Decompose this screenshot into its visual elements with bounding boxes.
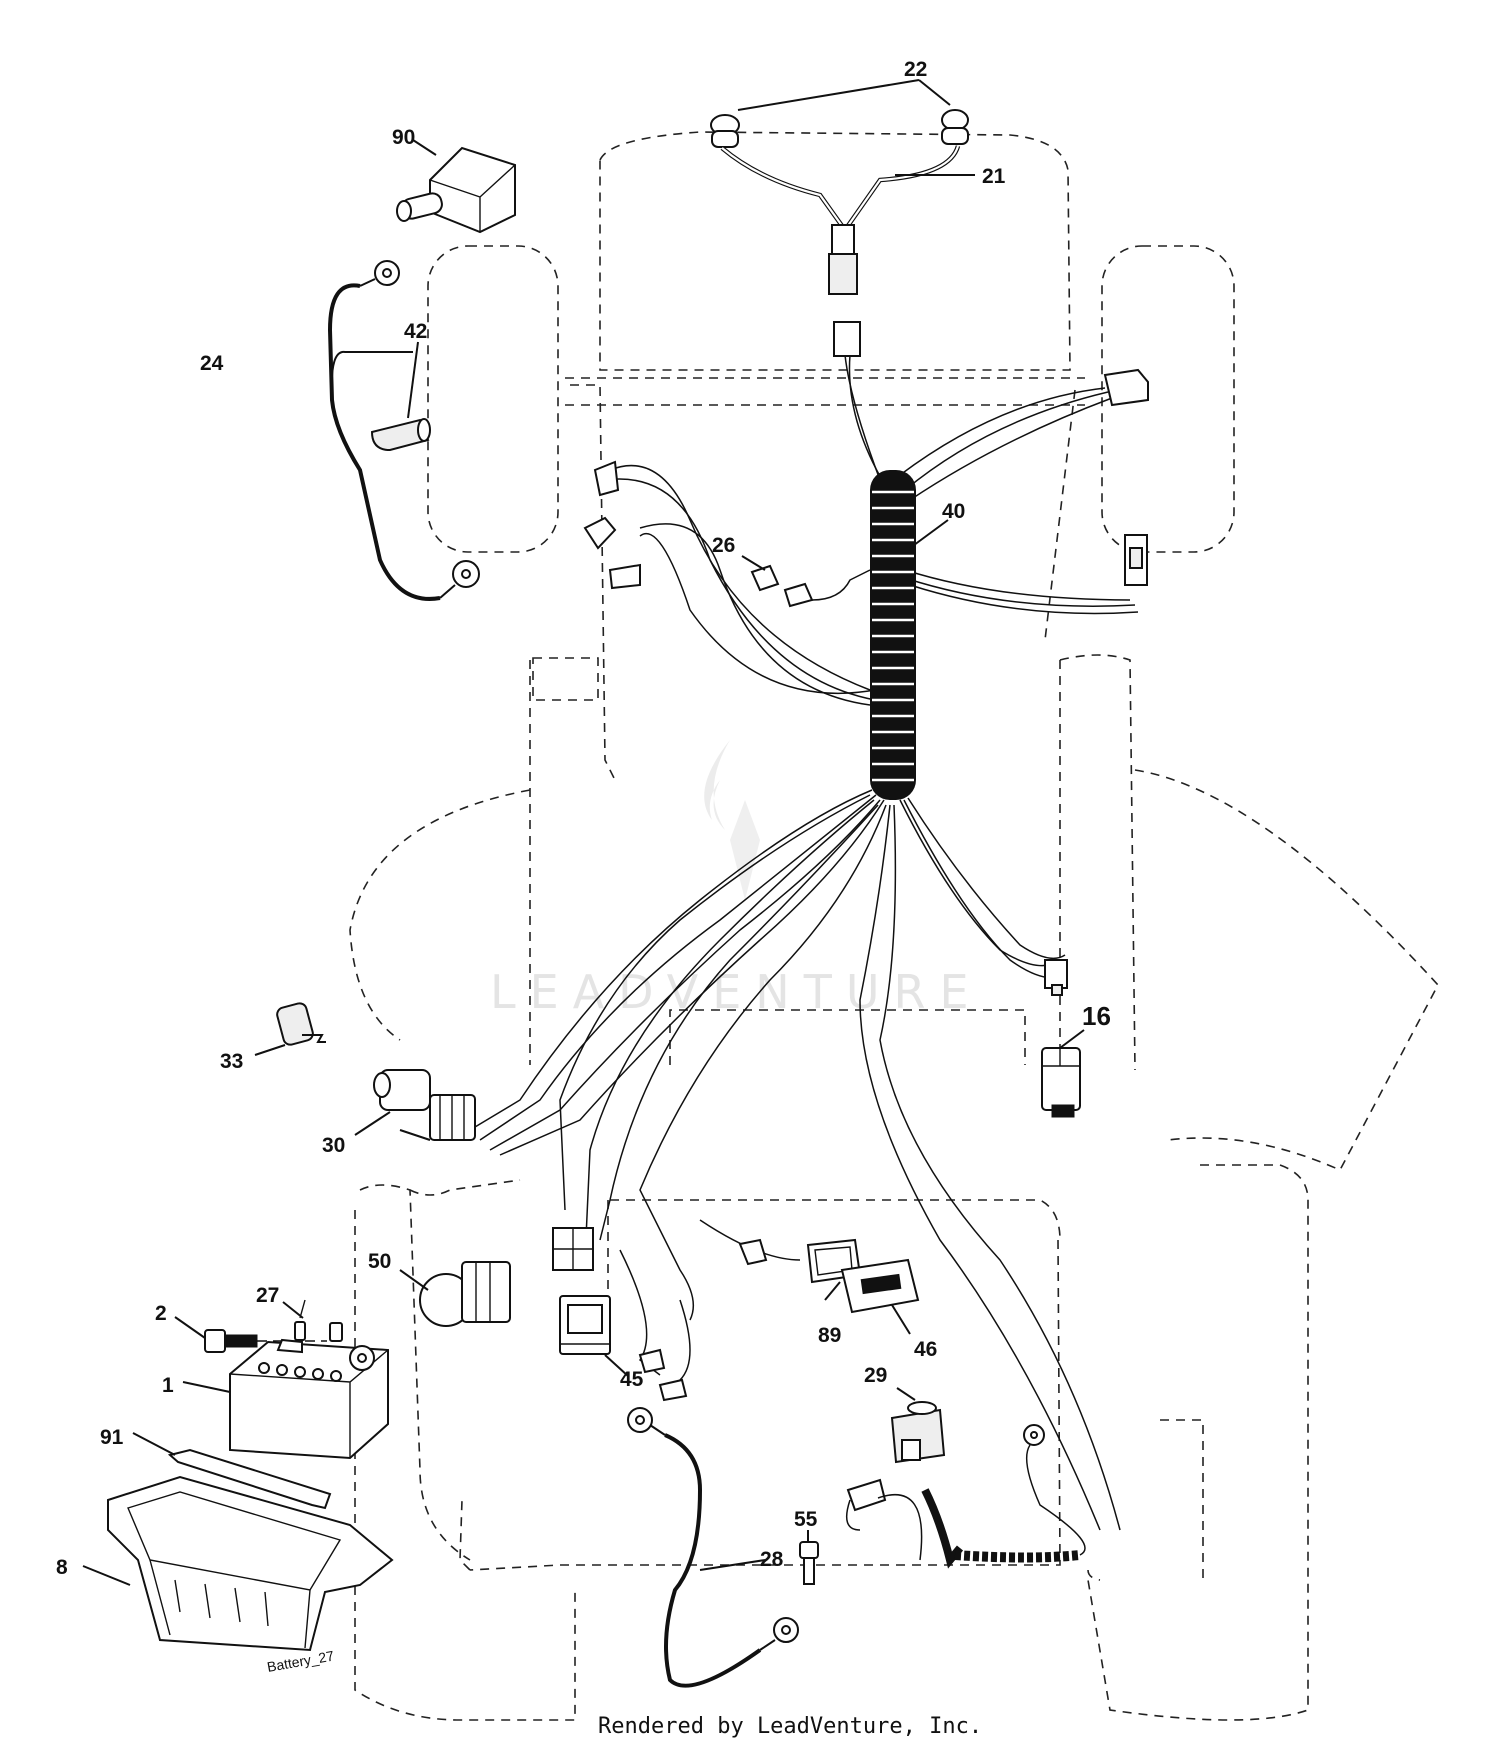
callout-50: 50 xyxy=(368,1250,391,1273)
coiled-cable xyxy=(845,1424,1086,1569)
part-26-connectors xyxy=(750,564,814,608)
part-42-terminal-boot xyxy=(370,418,431,452)
callout-1: 1 xyxy=(162,1374,174,1397)
part-28-cable xyxy=(627,1407,799,1688)
part-45-gauge xyxy=(559,1295,611,1355)
part-1-battery xyxy=(229,1338,389,1460)
callout-16: 16 xyxy=(1082,1001,1111,1031)
callout-8: 8 xyxy=(56,1556,68,1579)
callout-91: 91 xyxy=(100,1426,124,1449)
callout-28: 28 xyxy=(760,1548,784,1571)
part-30-ignition-switch xyxy=(373,1069,476,1141)
callout-89: 89 xyxy=(818,1324,841,1347)
callout-21: 21 xyxy=(982,165,1006,188)
part-46-hour-meter xyxy=(840,1258,920,1314)
part-29-solenoid xyxy=(890,1401,946,1464)
callout-45: 45 xyxy=(620,1368,644,1391)
callout-30: 30 xyxy=(322,1134,345,1157)
callout-29: 29 xyxy=(864,1364,887,1387)
callout-24: 24 xyxy=(200,352,224,375)
callout-22: 22 xyxy=(904,58,927,81)
part-90-boot xyxy=(396,146,516,234)
callout-90: 90 xyxy=(392,126,415,149)
part-27-terminal-bolt xyxy=(294,1299,343,1342)
callout-33: 33 xyxy=(220,1050,243,1073)
part-50-pto-switch xyxy=(419,1261,511,1327)
part-24-cable xyxy=(327,260,480,601)
callout-40: 40 xyxy=(942,500,965,523)
watermark-text: LEADVENTURE xyxy=(490,965,983,1019)
callouts: 22 21 90 42 24 40 26 16 33 30 50 2 27 1 … xyxy=(56,58,1111,1579)
callout-42: 42 xyxy=(404,320,427,343)
part-55-screw xyxy=(799,1541,819,1585)
part-16-relay xyxy=(1041,1047,1081,1118)
callout-55: 55 xyxy=(794,1508,818,1531)
leader-lines xyxy=(82,79,1085,1586)
part-33-key xyxy=(276,1002,326,1046)
image-tag: Battery_27 xyxy=(266,1647,336,1675)
callout-27: 27 xyxy=(256,1284,279,1307)
part-40-main-harness xyxy=(469,321,1149,1531)
footer-credit: Rendered by LeadVenture, Inc. xyxy=(598,1714,982,1739)
part-91-strap xyxy=(167,1448,332,1510)
part-22-21-headlight-harness xyxy=(710,109,969,295)
callout-26: 26 xyxy=(712,534,735,557)
callout-46: 46 xyxy=(914,1338,937,1361)
part-8-battery-tray xyxy=(107,1475,394,1652)
callout-2: 2 xyxy=(155,1302,167,1325)
